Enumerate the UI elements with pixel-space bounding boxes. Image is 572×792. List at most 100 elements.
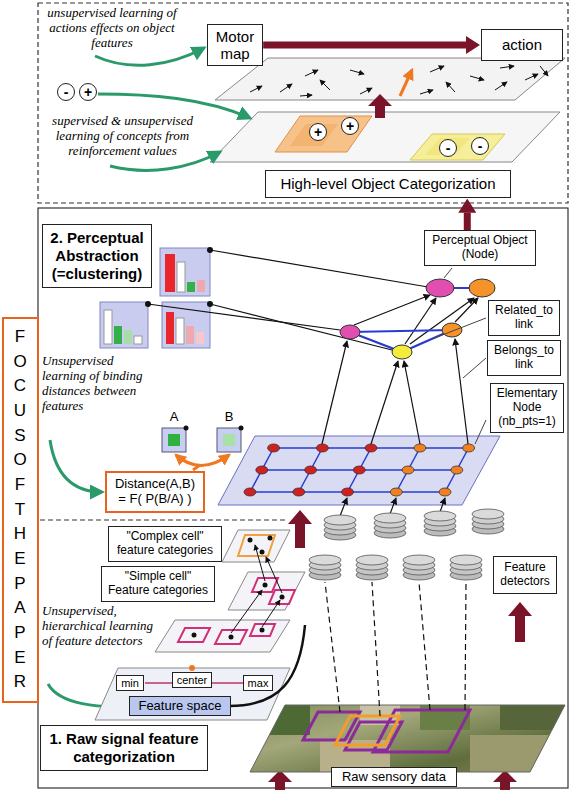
- flow-arrow-shape: [368, 94, 392, 118]
- feature-plane: [231, 590, 262, 633]
- process-box: Raw sensory data: [331, 767, 457, 788]
- point-label: A: [168, 410, 180, 424]
- histogram: [210, 304, 392, 350]
- cluster-graph: [244, 444, 475, 496]
- feature-plane: [95, 668, 290, 720]
- histogram: [187, 282, 195, 292]
- motor-map-plane: [446, 82, 455, 92]
- histogram: [177, 262, 185, 292]
- histogram: [210, 250, 428, 287]
- feature-plane: [266, 557, 282, 593]
- cluster-graph: [250, 448, 469, 492]
- annotation-text: Unsupervised learning of binding distanc…: [42, 354, 154, 414]
- motor-map-plane: [400, 70, 412, 96]
- histogram: [124, 330, 132, 344]
- cluster-graph: [244, 488, 256, 496]
- feature-detector-stack: [403, 555, 435, 580]
- motor-map-plane: [320, 80, 330, 90]
- cluster-graph: [439, 488, 451, 496]
- box-text: Elementary Node (nb_pts=1): [497, 387, 558, 428]
- histogram: [165, 254, 175, 292]
- process-box: Related_to link: [488, 300, 560, 336]
- concept-plane: [210, 112, 560, 162]
- feature-plane: [260, 550, 265, 555]
- feature-plane: [262, 600, 280, 627]
- raw-image: [500, 705, 570, 730]
- section-frame: [38, 3, 568, 203]
- raw-image: [240, 582, 570, 780]
- motor-map-plane: [215, 58, 565, 100]
- feature-square: [223, 434, 235, 446]
- feature-plane: [238, 535, 275, 556]
- process-box: center: [172, 672, 213, 689]
- box-text: Feature space: [138, 699, 221, 714]
- histogram: [207, 247, 213, 253]
- motor-map-plane: [350, 70, 364, 74]
- flow-arrow: [464, 213, 471, 231]
- box-text: "Simple cell" Feature categories: [105, 570, 211, 598]
- flow-arrow-shape: [508, 602, 532, 642]
- feature-detector-stack: [472, 509, 504, 534]
- process-box: "Complex cell" feature categories: [108, 526, 222, 562]
- motor-map-plane: [280, 84, 292, 92]
- box-text: center: [177, 674, 208, 687]
- feature-plane: [215, 630, 247, 644]
- raw-image: [470, 735, 550, 775]
- box-text: Belongs_to link: [494, 344, 554, 372]
- feature-plane: [268, 536, 273, 541]
- histogram: [196, 332, 204, 344]
- cluster-graph: [402, 466, 414, 474]
- motor-map-plane: [540, 66, 548, 76]
- histogram: [197, 280, 205, 292]
- motor-map-plane: [495, 82, 507, 90]
- sign-text: -: [446, 141, 451, 155]
- feature-square: [193, 465, 200, 470]
- concept-plane: [275, 116, 372, 152]
- feature-detector-stack: [356, 555, 388, 580]
- feature-plane: [228, 572, 305, 610]
- cluster-graph: [340, 325, 360, 339]
- histogram: [134, 336, 142, 344]
- raw-image: [250, 705, 310, 735]
- process-box: min: [116, 675, 144, 692]
- histogram: [166, 312, 174, 344]
- box-text: action: [502, 36, 542, 53]
- process-box: "Simple cell" Feature categories: [101, 566, 215, 602]
- process-box: max: [243, 675, 274, 692]
- cluster-graph: [322, 295, 478, 516]
- feature-plane: [248, 538, 253, 543]
- process-box: High-level Object Categorization: [265, 170, 510, 197]
- cluster-graph: [390, 498, 396, 514]
- point-label: B: [223, 410, 235, 424]
- histogram: [104, 310, 112, 344]
- feature-plane: [263, 583, 268, 588]
- raw-image: [325, 582, 466, 716]
- leader-line: [432, 318, 486, 339]
- raw-image: [465, 582, 466, 710]
- cluster-graph: [455, 339, 468, 444]
- feature-square: [217, 428, 241, 452]
- cluster-graph: [342, 488, 354, 496]
- feature-detector-stack: [309, 555, 341, 580]
- cluster-graph: [350, 288, 482, 352]
- sign-text: +: [314, 125, 322, 139]
- focus-banner: FOCUS OF THE PAPER: [2, 317, 39, 703]
- box-text: Raw sensory data: [342, 770, 446, 785]
- formula-box: Distance(A,B) = F( P(B/A) ): [105, 471, 205, 513]
- feature-plane: [255, 545, 265, 581]
- raw-image: [419, 582, 430, 710]
- cluster-graph: [293, 488, 305, 496]
- sign-text: -: [64, 85, 69, 99]
- sign-circle: -: [471, 137, 489, 155]
- flow-arrow-shape: [493, 770, 517, 790]
- motor-map-plane: [300, 95, 312, 96]
- histogram: [148, 304, 340, 330]
- cluster-graph: [256, 466, 268, 474]
- feature-detector-stack: [309, 509, 504, 580]
- cluster-graph: [371, 361, 398, 444]
- sign-circle: -: [439, 139, 457, 157]
- histogram: [207, 301, 213, 307]
- histogram: [114, 326, 122, 344]
- cluster-graph: [218, 436, 500, 505]
- feature-plane: [231, 545, 282, 633]
